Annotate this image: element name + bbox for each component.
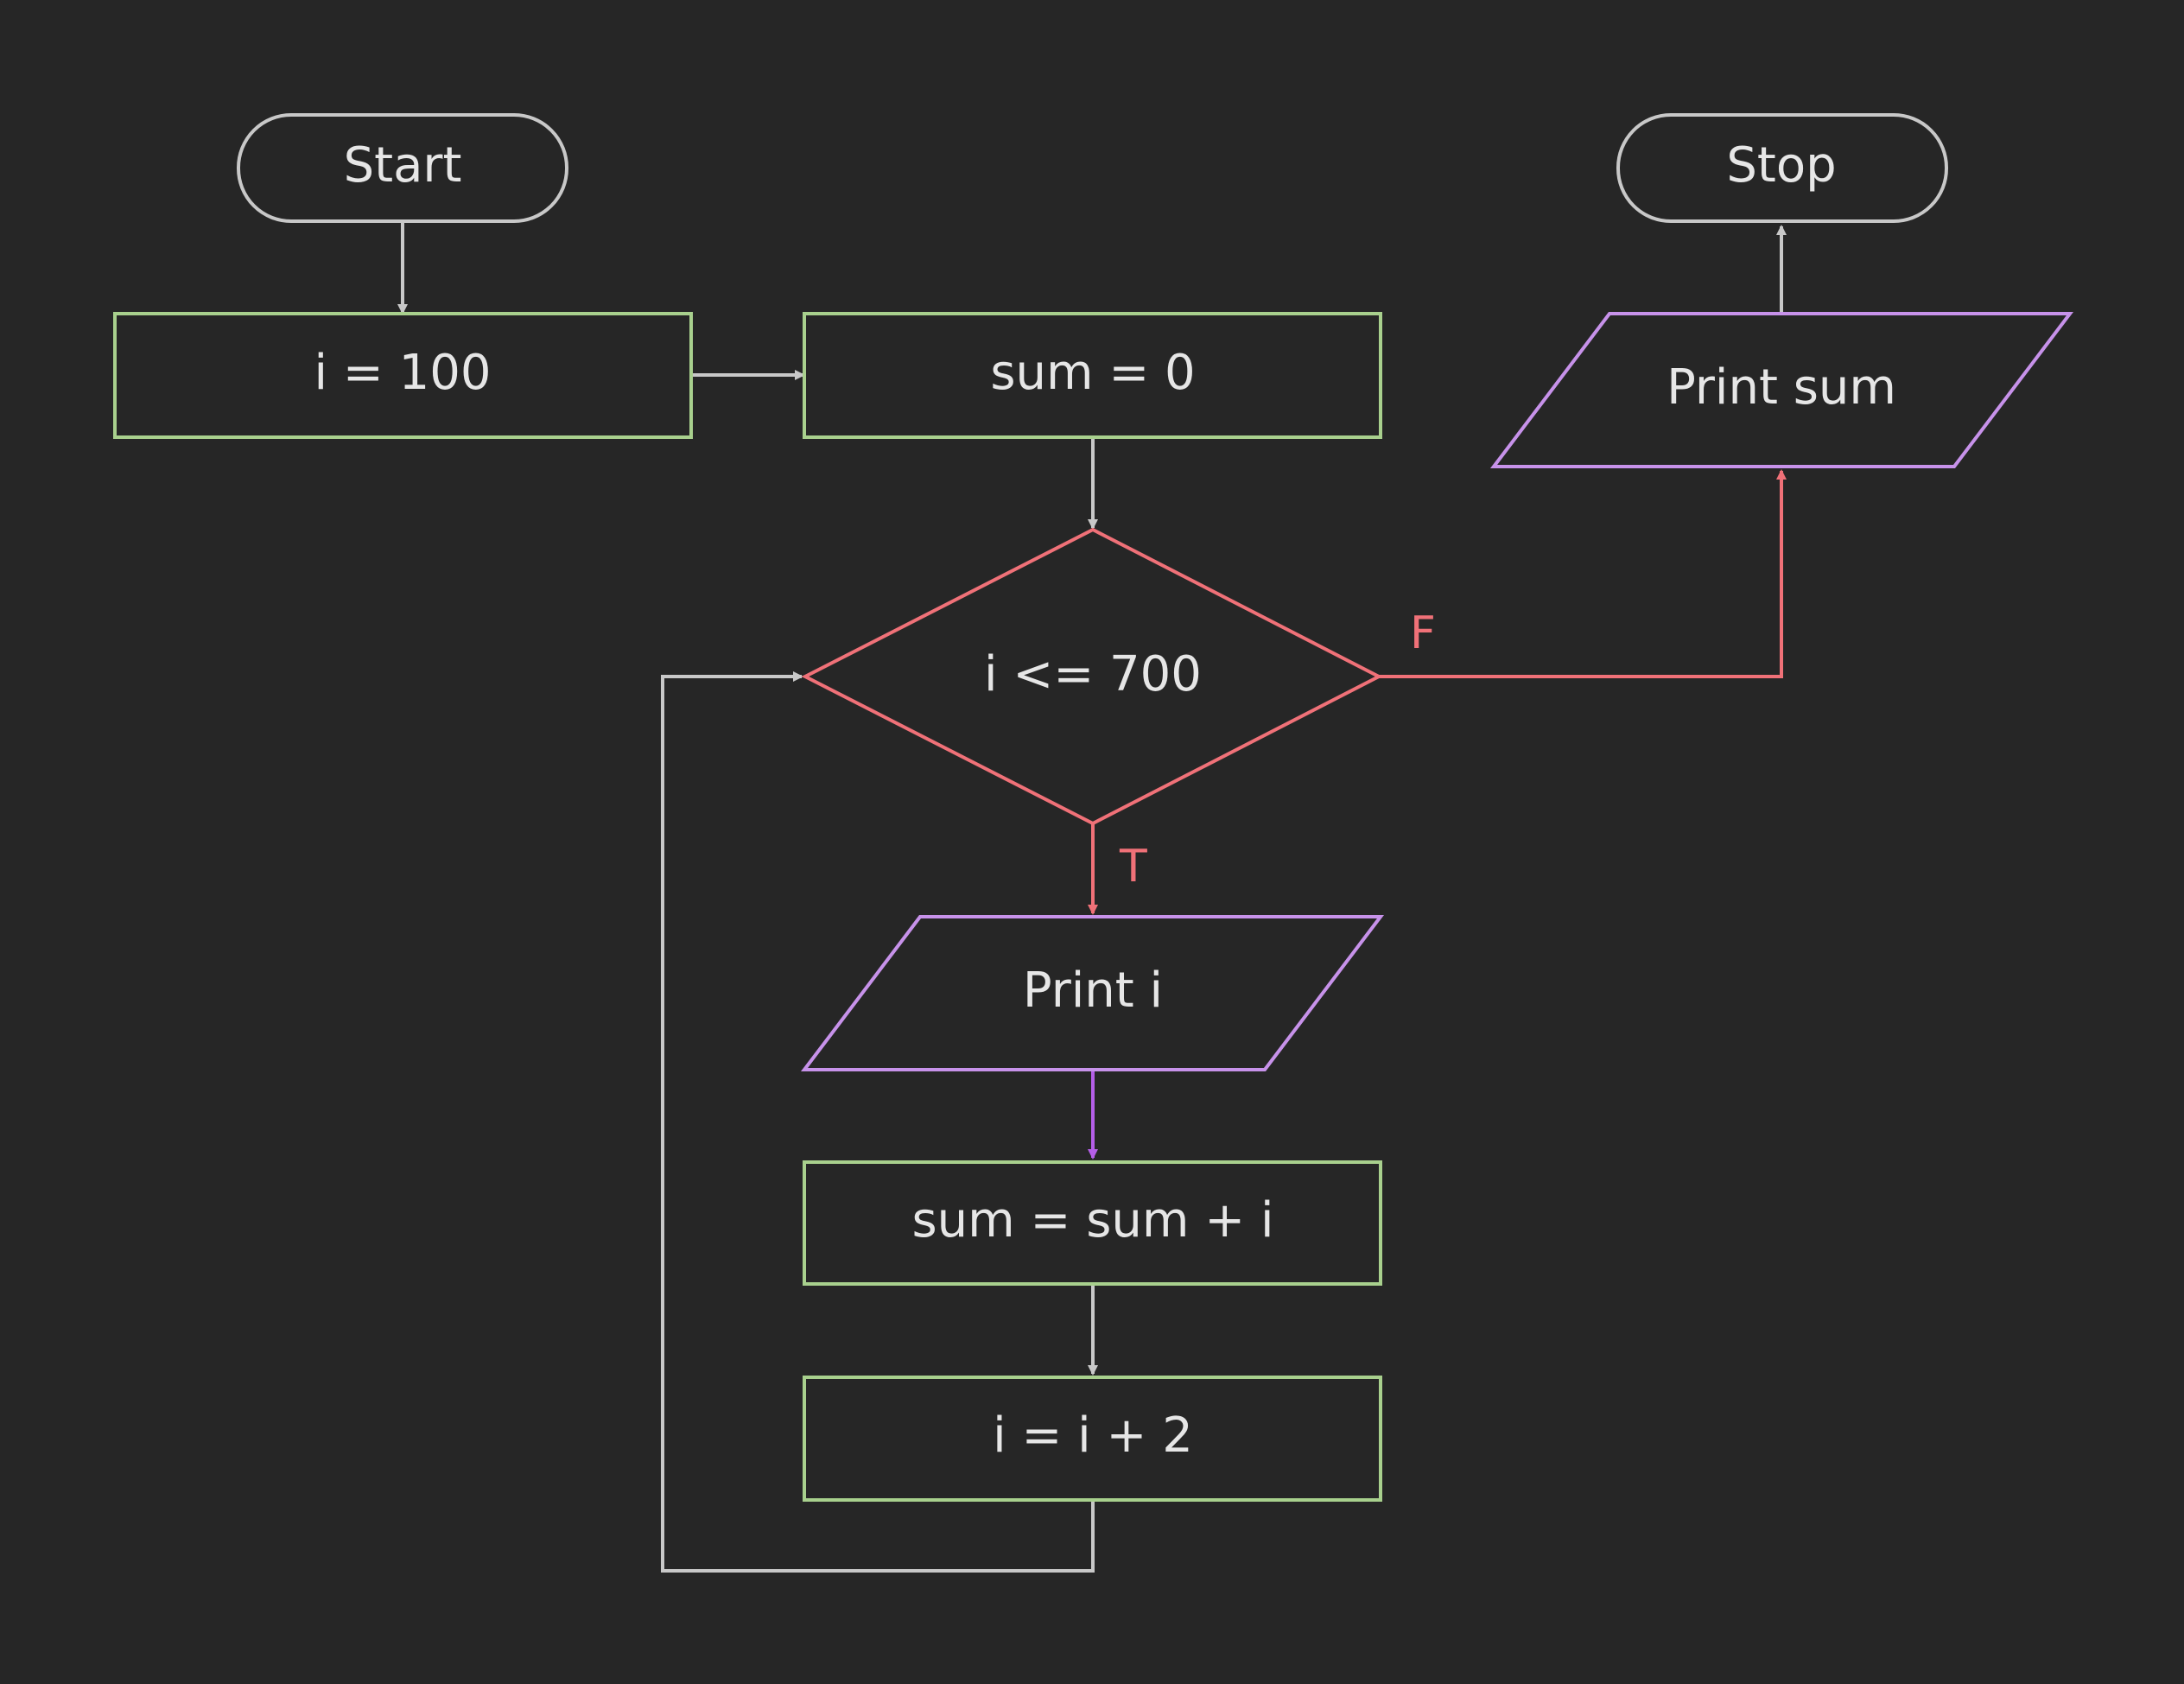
init-i-label: i = 100 [314,345,492,401]
start-label: Start [344,137,462,194]
edge-condition-false [1379,469,1787,678]
print-sum-io: Print sum [1489,312,2074,468]
print-i-io: Print i [800,915,1385,1071]
start-terminal: Start [237,113,568,223]
edge-label-true: T [1119,841,1147,893]
edge-label-false: F [1410,607,1436,659]
accumulate-label: sum = sum + i [911,1192,1273,1249]
increment-label: i = i + 2 [993,1408,1193,1464]
init-sum-label: sum = 0 [990,345,1195,401]
edge-loop-back [661,671,1095,1573]
print-sum-label: Print sum [1667,359,1896,416]
init-sum-process: sum = 0 [803,312,1382,439]
condition-label: i <= 700 [984,646,1202,702]
edges [397,223,1787,1573]
print-i-label: Print i [1023,963,1163,1019]
stop-terminal: Stop [1616,113,1948,223]
condition-decision: i <= 700 [801,527,1383,826]
accumulate-process: sum = sum + i [803,1160,1382,1286]
init-i-process: i = 100 [113,312,693,439]
increment-process: i = i + 2 [803,1376,1382,1502]
stop-label: Stop [1726,137,1836,194]
